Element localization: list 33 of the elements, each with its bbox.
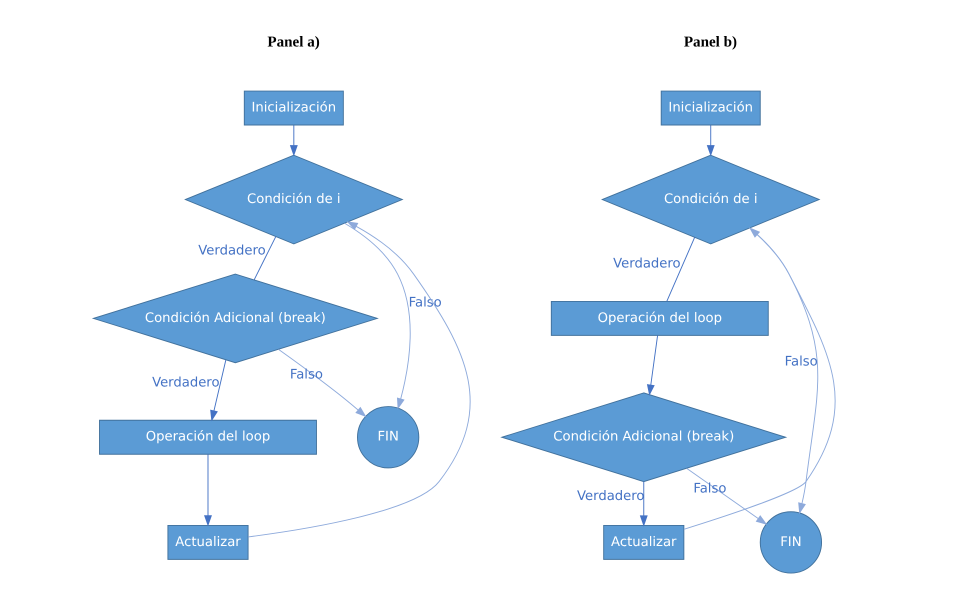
label: Panel b): [684, 34, 738, 51]
edge-label: Verdadero: [613, 256, 681, 272]
edge-label: Falso: [784, 354, 818, 370]
arrow: [706, 124, 715, 156]
node-circle: FIN: [357, 406, 420, 468]
arrow: [750, 228, 818, 514]
node-diamond: Condición Adicional (break): [500, 392, 788, 482]
node-box: Actualizar: [167, 524, 249, 560]
edge-label: Verdadero: [152, 375, 220, 390]
arrow: [290, 124, 298, 156]
node-box: Inicialización: [244, 90, 344, 126]
node-box: Operación del loop: [550, 300, 769, 336]
node-box: Operación del loop: [99, 420, 317, 455]
node-diamond: Condición de i: [601, 154, 820, 244]
arrow: [344, 222, 411, 410]
connector: [666, 237, 696, 302]
arrow: [248, 221, 470, 538]
arrow: [204, 454, 212, 527]
node-box: Inicialización: [660, 90, 761, 126]
label: Panel a): [267, 34, 320, 51]
node-box: Actualizar: [603, 524, 684, 560]
edge-label: Verdadero: [577, 489, 644, 504]
node-circle: FIN: [760, 511, 822, 574]
arrow: [646, 335, 658, 396]
arrow: [686, 468, 768, 525]
connector: [254, 236, 276, 280]
arrow: [278, 348, 366, 418]
arrow: [640, 481, 648, 527]
edge-label: Verdadero: [198, 243, 266, 258]
node-diamond: Condición Adicional (break): [92, 274, 379, 364]
node-diamond: Condición de i: [184, 154, 404, 244]
arrow: [210, 359, 226, 422]
arrow: [683, 227, 836, 530]
